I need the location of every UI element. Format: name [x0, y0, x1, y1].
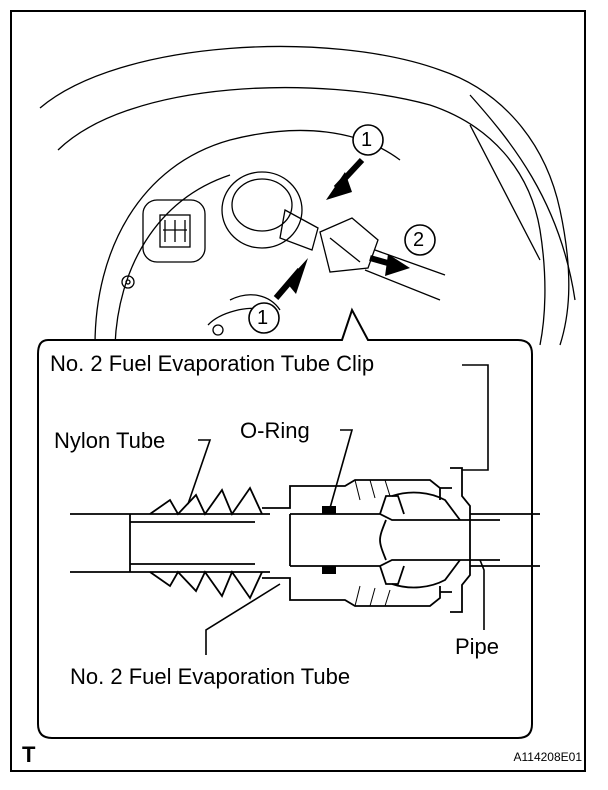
pipe-label: Pipe — [455, 634, 500, 659]
callout-circle-2 — [404, 224, 436, 256]
callout-circle-1-top — [352, 124, 384, 156]
clip-label: No. 2 Fuel Evaporation Tube Clip — [50, 351, 375, 376]
figure-code: A114208E01 — [513, 750, 582, 764]
o-ring-upper — [322, 506, 336, 514]
leader-lines — [187, 364, 489, 655]
arrow-1-bottom — [273, 258, 308, 300]
figure-frame — [10, 10, 586, 772]
detail-inset-box — [37, 307, 533, 739]
arrow-1-top — [326, 157, 365, 200]
corner-mark: T — [22, 742, 36, 767]
nylon-tube-label: Nylon Tube — [54, 428, 166, 453]
callout-number-1-bottom: 1 — [257, 307, 269, 329]
o-ring-lower — [322, 566, 336, 574]
arrow-2-pull — [369, 254, 410, 276]
o-ring-label: O-Ring — [240, 418, 310, 443]
callout-circle-1-bottom — [248, 302, 280, 334]
fuel-tank-top-illustration — [39, 45, 576, 346]
callout-number-1-top: 1 — [361, 129, 373, 151]
tube-label: No. 2 Fuel Evaporation Tube — [70, 664, 351, 689]
callout-number-2: 2 — [413, 229, 425, 251]
